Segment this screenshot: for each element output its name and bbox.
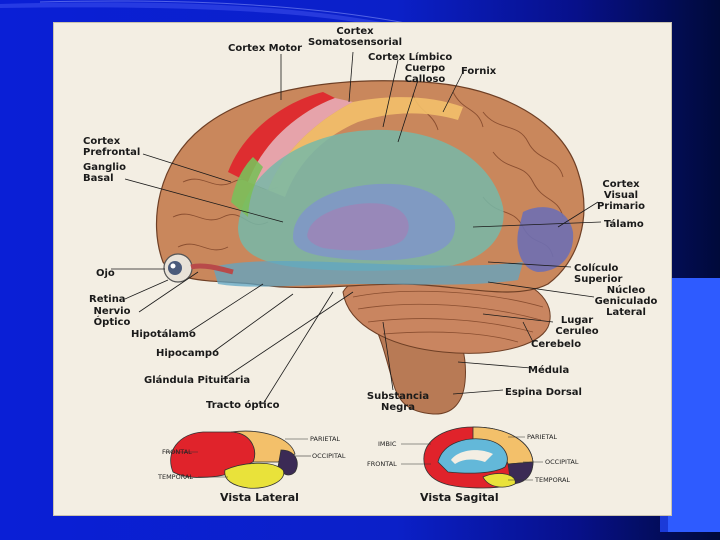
label-cortex-motor: Cortex Motor [228, 43, 302, 54]
label-retina: Retina [89, 294, 126, 305]
caption-vista-lateral: Vista Lateral [220, 492, 299, 503]
label-fornix: Fornix [461, 66, 496, 77]
lateral-label-parietal: PARIETAL [310, 435, 340, 443]
sagittal-view-diagram [401, 427, 543, 488]
label-hipocampo: Hipocampo [156, 348, 219, 359]
label-glandula-pituitaria: Glándula Pituitaria [144, 375, 250, 386]
sagittal-label-parietal: PARIETAL [527, 433, 557, 441]
label-ojo: Ojo [96, 268, 115, 279]
label-cerebelo: Cerebelo [531, 339, 581, 350]
label-hipotalamo: Hipotálamo [131, 329, 196, 340]
lateral-label-occipital: OCCIPITAL [312, 452, 345, 460]
label-espina-dorsal: Espina Dorsal [505, 387, 582, 398]
sagittal-label-occipital: OCCIPITAL [545, 458, 578, 466]
label-cortex-limbico: Cortex Límbico [368, 52, 452, 63]
sagittal-label-temporal: TEMPORAL [535, 476, 570, 484]
label-tracto-optico: Tracto óptico [206, 400, 280, 411]
lateral-label-frontal: FRONTAL [162, 448, 192, 456]
caption-vista-sagital: Vista Sagital [420, 492, 499, 503]
sagittal-label-limbic: IMBIC [378, 440, 396, 448]
lateral-label-temporal: TEMPORAL [158, 473, 193, 481]
label-medula: Médula [528, 365, 569, 376]
sagittal-label-frontal: FRONTAL [367, 460, 397, 468]
label-talamo: Tálamo [604, 219, 644, 230]
